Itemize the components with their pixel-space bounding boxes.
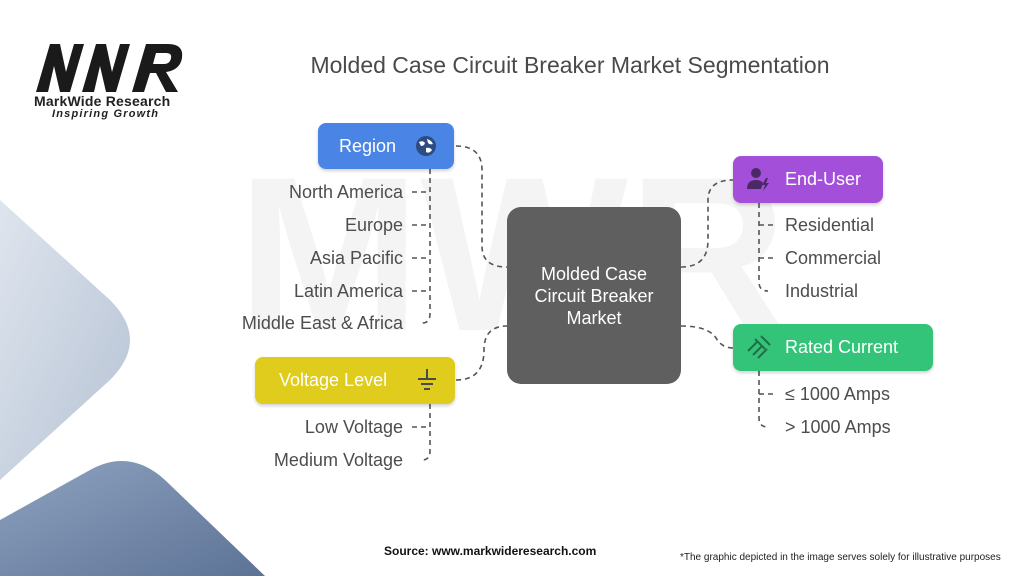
voltage-level-label: Voltage Level <box>279 370 388 390</box>
region-item-mea: Middle East & Africa <box>241 313 403 333</box>
logo-name: MarkWide Research <box>34 93 171 109</box>
source-text: Source: www.markwideresearch.com <box>384 544 597 558</box>
page-title: Molded Case Circuit Breaker Market Segme… <box>310 52 830 78</box>
branch-voltage <box>421 404 431 461</box>
category-region: Region <box>318 123 454 169</box>
category-end-user: End-User <box>733 156 883 203</box>
logo-tagline: Inspiring Growth <box>52 108 160 120</box>
branch-current <box>758 371 769 428</box>
bg-shape-light <box>0 200 130 480</box>
current-waves-icon <box>745 333 773 361</box>
ground-icon <box>413 366 441 394</box>
logo-mark <box>36 44 183 92</box>
enduser-item-industrial: Industrial <box>785 281 859 301</box>
category-voltage-level: Voltage Level <box>255 357 455 404</box>
connector-current <box>680 325 734 349</box>
voltage-item-low: Low Voltage <box>304 417 403 437</box>
current-item-le-1000: ≤ 1000 Amps <box>785 384 890 404</box>
region-item-latin-america: Latin America <box>293 281 403 301</box>
region-item-north-america: North America <box>288 182 403 202</box>
branch-region <box>421 169 431 324</box>
region-item-europe: Europe <box>344 215 403 235</box>
center-label: Molded Case Circuit Breaker Market <box>534 263 654 328</box>
connector-voltage <box>455 325 508 381</box>
disclaimer-text: *The graphic depicted in the image serve… <box>680 552 1001 563</box>
category-rated-current: Rated Current <box>733 324 933 371</box>
center-node: Molded Case Circuit Breaker Market <box>507 207 681 384</box>
connector-region <box>455 145 508 268</box>
enduser-item-commercial: Commercial <box>785 248 882 268</box>
rated-current-label: Rated Current <box>785 337 899 357</box>
region-label: Region <box>339 135 397 156</box>
connector-enduser <box>680 179 734 268</box>
enduser-item-residential: Residential <box>785 215 875 235</box>
end-user-label: End-User <box>785 169 862 189</box>
globe-icon <box>412 132 440 160</box>
user-lightning-icon <box>745 165 773 193</box>
voltage-item-medium: Medium Voltage <box>273 450 403 470</box>
current-item-gt-1000: > 1000 Amps <box>785 417 891 437</box>
region-item-asia-pacific: Asia Pacific <box>309 248 403 268</box>
branch-enduser <box>758 203 769 292</box>
bg-shape-dark <box>0 461 265 576</box>
